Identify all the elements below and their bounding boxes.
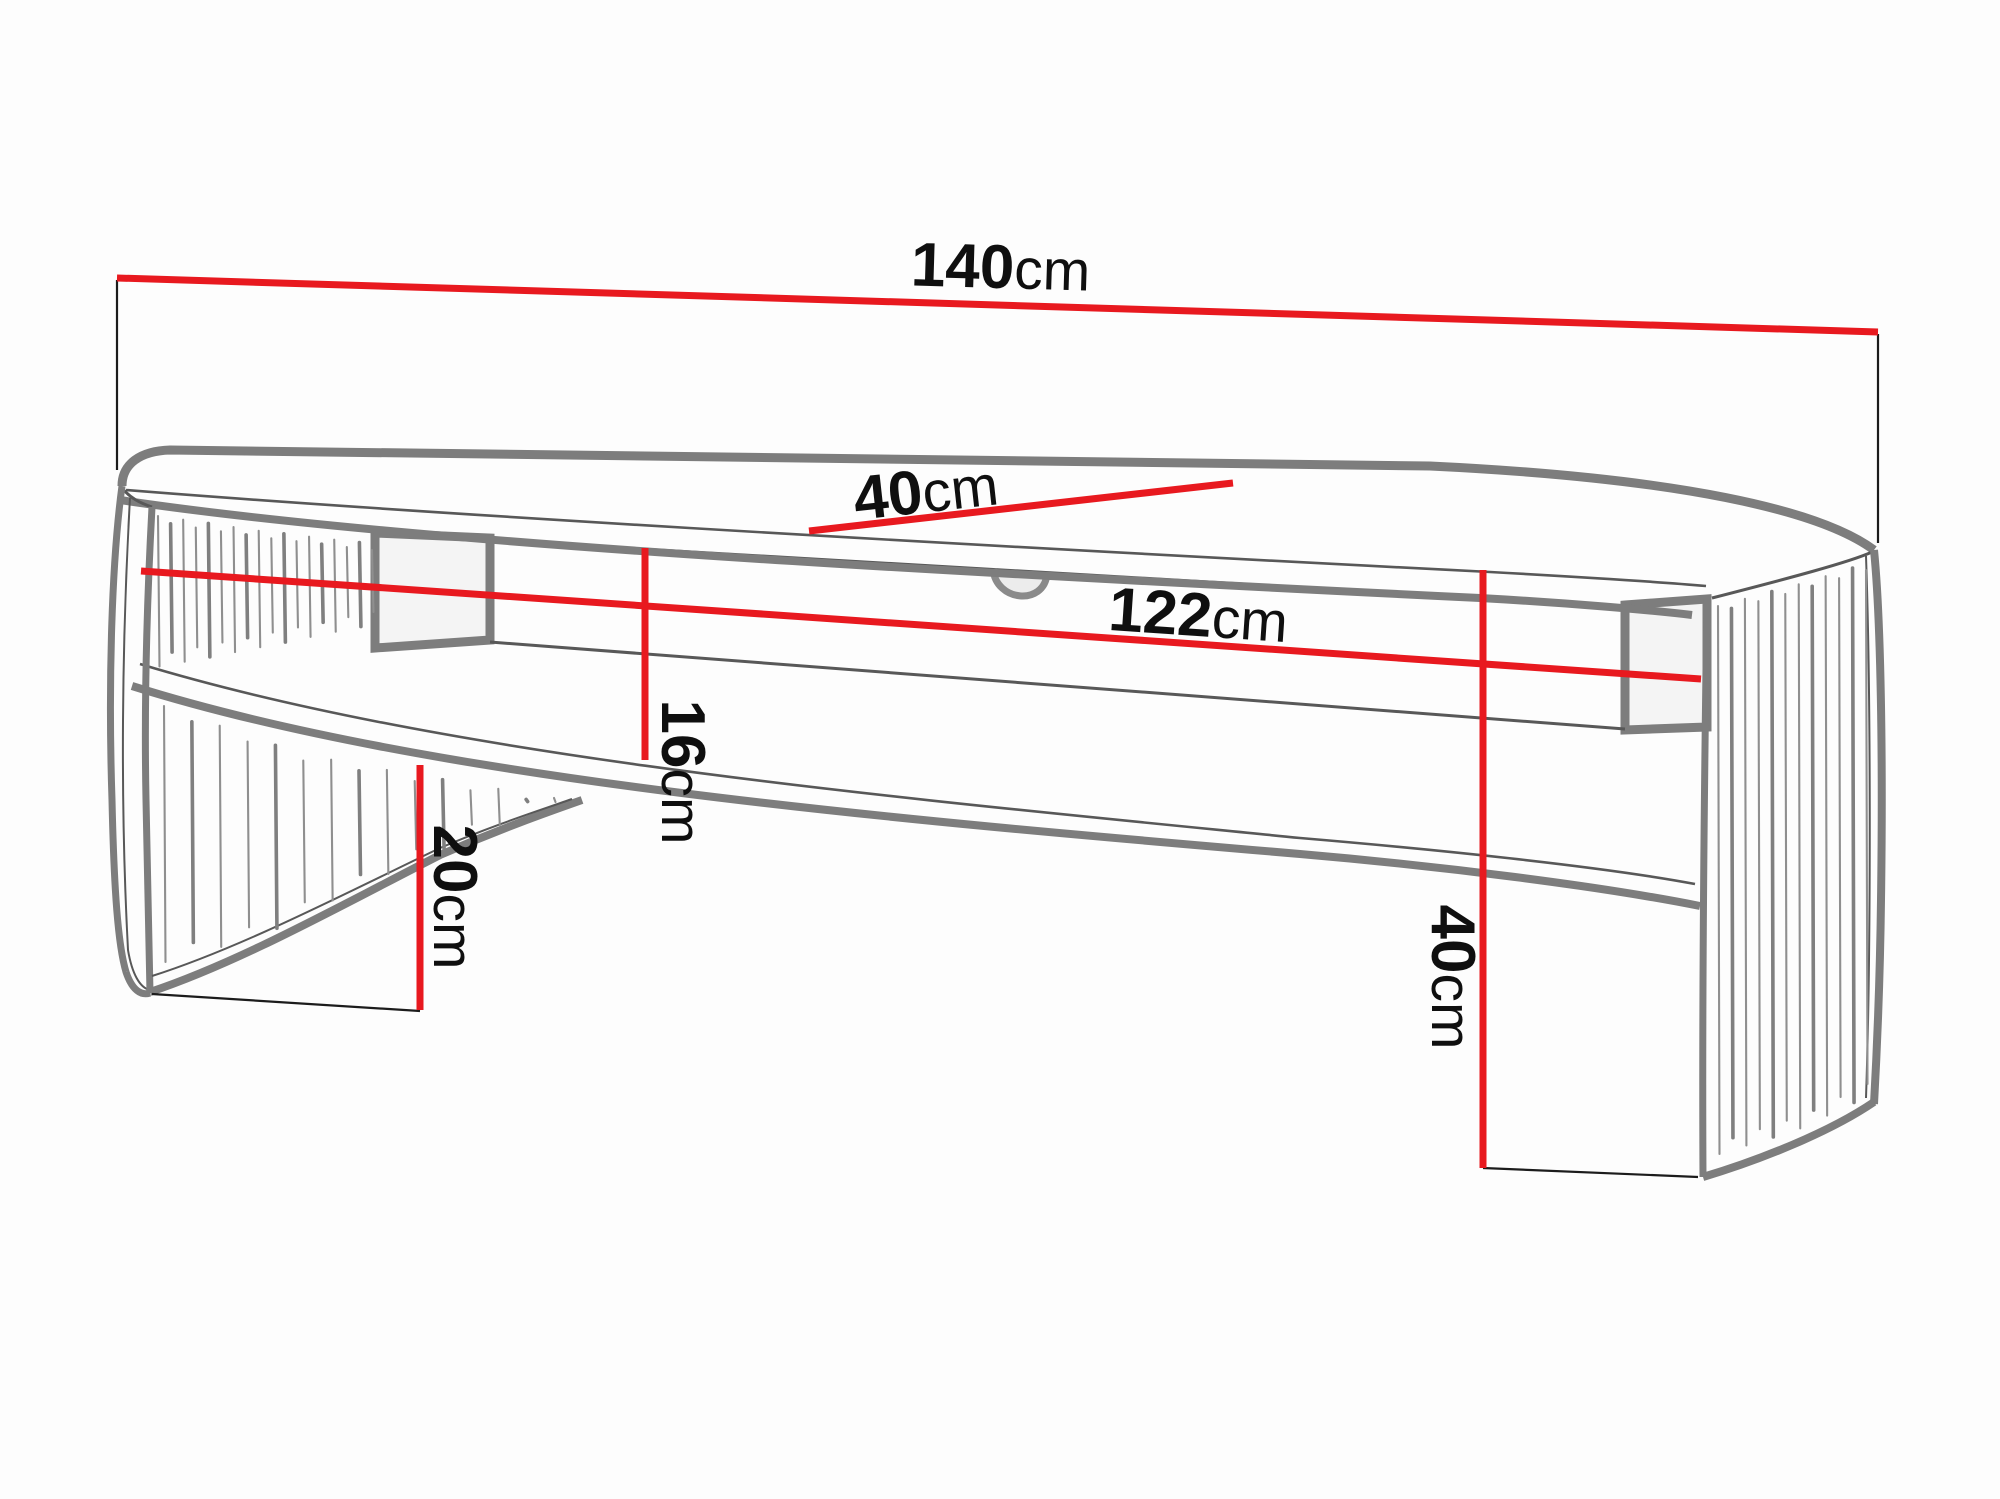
fluting-slat [270,537,274,634]
fluting-slat [1729,606,1735,1140]
tabletop [117,445,1877,619]
fluting-slat [308,535,312,638]
fluting-slat [246,740,251,929]
fluting-slat [440,777,446,851]
fluting-slat [257,529,262,649]
fluting-slat [232,526,237,654]
fluting-slat [168,522,174,654]
dimension-lines [116,274,1879,1168]
fluting-slat [524,797,530,804]
fluting-slat [1757,600,1761,1131]
dim-width-line [116,274,1879,336]
fluting-slat [273,743,279,931]
right-leg-fluting [1716,566,1869,1156]
label-depth: 40cm [850,449,1002,533]
fluting-slat [302,759,306,904]
fluting-slat [156,514,161,668]
fluting-slat [219,530,224,644]
fluting-slat [1838,577,1842,1099]
dim-depth-line [808,479,1234,535]
fluting-slat [497,787,501,827]
extension-lines [115,280,1880,1179]
dimension-labels: 140cm 40cm 122cm 16cm 20cm 40cm [420,230,1487,1049]
fluting-slat [469,789,473,826]
dim-inner-width-line [140,567,1702,683]
fluting-slat [552,796,557,804]
fluting-slat [1743,597,1748,1147]
fluting-slat [1770,589,1776,1139]
fluting-slat [1864,568,1869,1086]
label-width: 140cm [910,230,1091,304]
label-compartment-height: 16cm [648,700,717,845]
leg-height-reference [151,992,421,1013]
fluting-slat [1810,584,1816,1112]
right-leg [1699,549,1886,1181]
fluting-slat [1797,583,1802,1130]
fluting-slat [182,518,186,663]
label-inner-width: 122cm [1107,575,1291,656]
compartment-bottom-edge [489,640,1626,731]
label-body-height: 40cm [1418,905,1487,1050]
fluting-slat [206,521,212,659]
fluting-slat [370,548,375,614]
fluting-slat [190,720,196,945]
body-height-reference [1482,1166,1699,1179]
left-leg [106,485,584,998]
fluting-slat [1850,566,1856,1105]
fluting-slat [357,769,363,877]
shelf [130,662,1701,910]
fluting-slat [244,533,250,640]
fluting-slat [282,531,288,644]
left-leg-upper-fluting [156,514,375,668]
fluting-slat [385,768,390,875]
fluting-slat [218,724,223,948]
label-leg-height: 20cm [420,825,489,970]
right-opening [1620,594,1712,735]
fluting-slat [162,704,167,964]
fluting-slat [194,526,199,649]
fluting-slat [1824,575,1829,1117]
fluting-slat [330,758,334,902]
fluting-slat [413,779,418,851]
fluting-slat [1716,604,1721,1156]
fluting-slat [1784,592,1788,1122]
tv-stand-drawing [106,445,1886,1181]
left-leg-lower-fluting [162,704,557,964]
